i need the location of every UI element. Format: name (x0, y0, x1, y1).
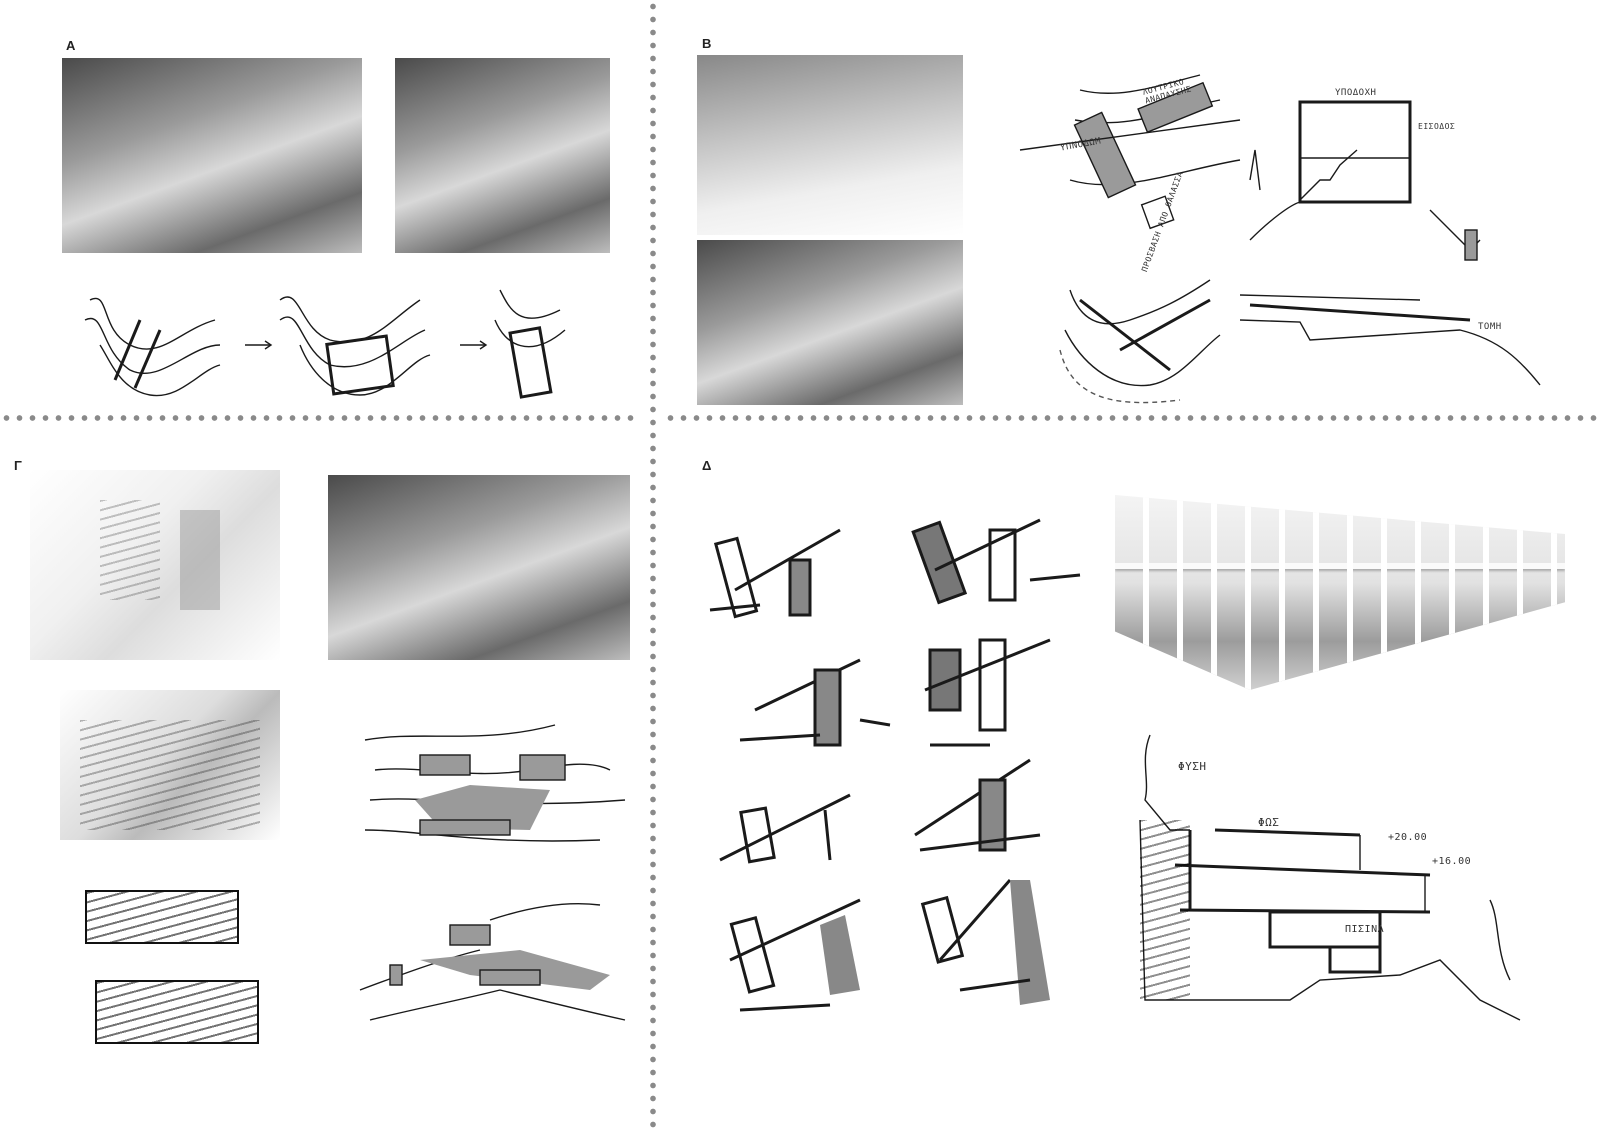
terrain-model-photo-1 (62, 58, 362, 253)
site-plan-sketch-2 (60, 690, 280, 840)
panel-label-a: Α (66, 38, 76, 53)
massing-models-c (359, 724, 626, 1021)
model-photo-with-axes (697, 55, 963, 235)
model-photo-aerial (697, 240, 963, 405)
sketch-7 (729, 898, 861, 1012)
horizontal-divider-right (664, 415, 1600, 421)
panel-label-d: Δ (702, 458, 712, 473)
concept-sketches-b (1019, 74, 1541, 404)
perspective-sketch (25, 880, 325, 1060)
panel-label-b: Β (702, 36, 712, 51)
sketch-4 (924, 638, 1051, 747)
note-light: ΦΩΣ (1258, 816, 1280, 829)
site-plan-sketch-1 (30, 470, 280, 660)
section-sketch (1139, 734, 1521, 1021)
terrain-model-photo-2 (395, 58, 610, 253)
sketch-5 (719, 793, 851, 864)
sketch-2 (911, 518, 1081, 605)
sketch-3 (739, 658, 891, 747)
terrain-model-photo-c (328, 475, 630, 660)
note-reception: ΥΠΟΔΟΧΗ (1335, 88, 1377, 98)
note-level-lower: +16.00 (1432, 856, 1472, 867)
vertical-divider (650, 0, 656, 1130)
horizontal-divider-left (0, 415, 640, 421)
sketch-6 (914, 758, 1041, 852)
note-pool: ΠΙΣΙΝΑ (1345, 924, 1385, 935)
note-level-upper: +20.00 (1388, 832, 1428, 843)
note-entrance: ΕΙΣΟΔΟΣ (1418, 122, 1456, 131)
panel-label-c: Γ (14, 458, 22, 473)
note-nature: ΦΥΣΗ (1178, 760, 1207, 773)
note-section: ΤΟΜΗ (1478, 322, 1502, 332)
sketch-1 (709, 528, 841, 619)
earth-hatching (1140, 820, 1190, 1000)
sketch-8 (920, 879, 1050, 1005)
concept-sketches-a (84, 289, 566, 399)
